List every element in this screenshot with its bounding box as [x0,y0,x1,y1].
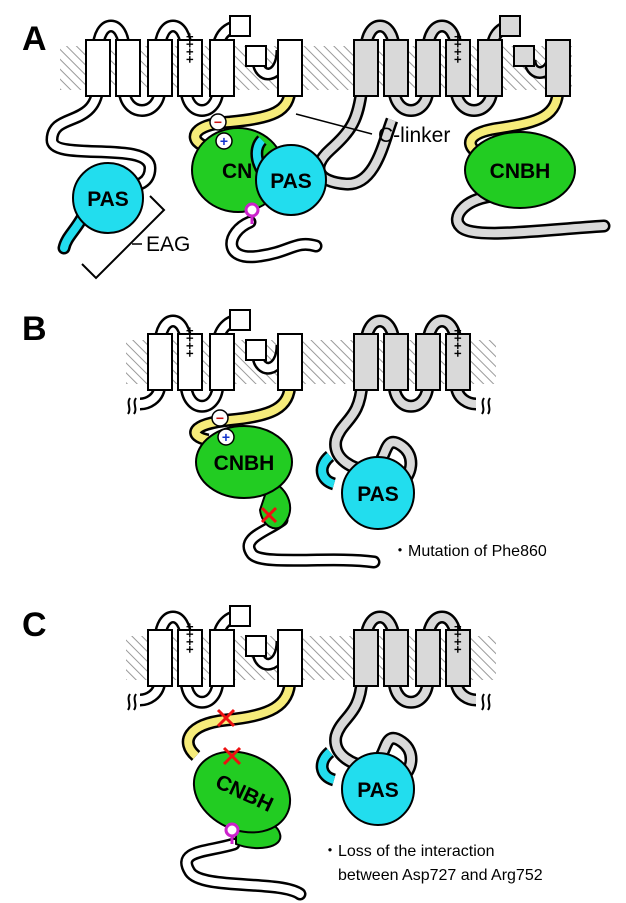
s4-charges-grey-c: ++++ [451,623,466,654]
s4-charges-grey-b: ++++ [451,327,466,358]
interaction-loss-cross-2 [222,746,242,766]
tm-helices-grey-c [353,629,471,687]
phe-marker [244,202,260,224]
pore-helix-white [229,15,251,37]
cnbh-domain-grey [464,131,576,209]
minus-sign-b: − [216,410,224,426]
panel-b: B ++++ [22,309,547,569]
panel-a: A [22,15,611,280]
plus-sign-b: + [222,429,230,445]
mutation-cross-b [260,506,278,524]
pas-label-b: PAS [357,483,399,506]
minus-charge-b [211,409,229,427]
eag-bracket [81,195,166,280]
pas-overlay-label: PAS [270,170,312,193]
c-linker-label: C-linker [378,124,450,147]
cnbh-grey-label: CNBH [490,160,551,183]
tm-helices-white-c [147,605,303,687]
s4-charges-c: ++++ [183,623,198,654]
eag-label: EAG [146,233,190,256]
tm-helices-grey-b [353,333,471,391]
s4-helix-white [177,39,203,97]
panel-c-label: C [22,606,47,644]
interaction-loss-cross-1 [216,708,236,728]
pas-domain [72,162,144,234]
panel-c: C ++++ [22,605,543,901]
s4-charges: ++++ [183,33,198,64]
pas-label: PAS [87,188,129,211]
pas-domain-b [341,456,415,530]
panel-c-note-line2: between Asp727 and Arg752 [338,867,543,884]
panel-b-label: B [22,310,47,348]
panel-c-note-line1: ・Loss of the interaction [322,843,495,860]
tm-helices-grey [353,15,571,97]
tm-helices-white [85,15,303,97]
cnbh-domain-b [195,425,293,499]
minus-charge [209,113,227,131]
phe-marker-c [224,822,240,844]
minus-sign: − [214,114,222,130]
plus-sign: + [220,133,228,149]
cnbh-label-b: CNBH [214,452,275,475]
panel-a-label: A [22,20,47,58]
c-linker-pointer [295,113,373,135]
s4-charges-grey: ++++ [451,33,466,64]
cnbh-label: CN [222,160,252,183]
pas-label-c: PAS [357,779,399,802]
plus-charge [215,132,233,150]
plus-charge-b [217,428,235,446]
panel-b-note: ・Mutation of Phe860 [392,543,547,560]
pas-domain-c [341,752,415,826]
tm-helices-white-b [147,309,303,391]
s4-charges-b: ++++ [183,327,198,358]
pas-domain-overlay [255,144,327,216]
s4-helix-grey [445,39,471,97]
